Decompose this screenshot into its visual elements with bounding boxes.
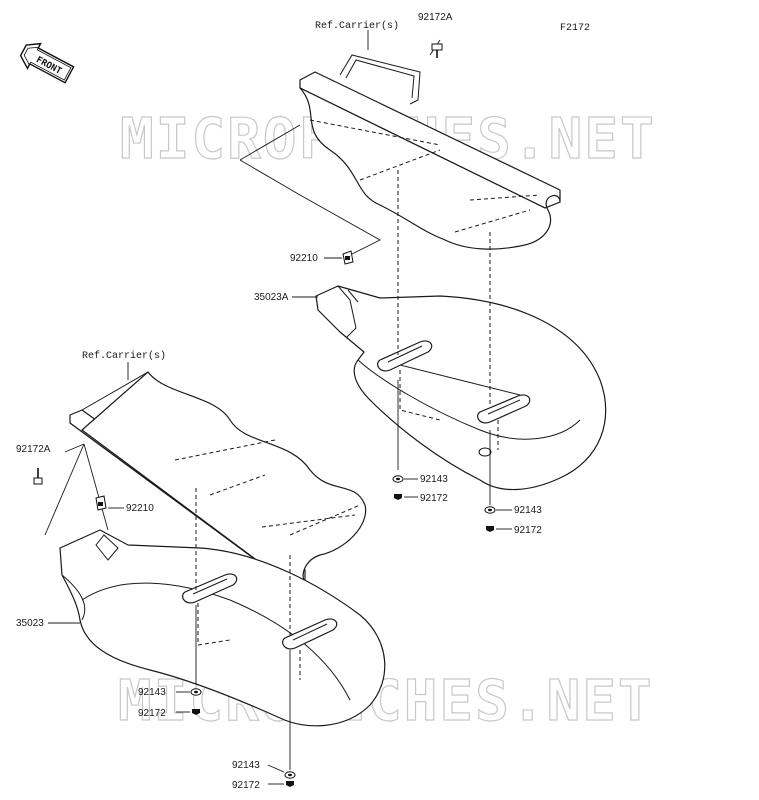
- label-ref-carrier-left: Ref.Carrier(s): [82, 350, 166, 362]
- front-arrow-icon: FRONT: [19, 42, 75, 84]
- label-washer-rear-1: 92143: [420, 474, 448, 485]
- label-fender-rear: 35023A: [254, 292, 289, 303]
- clip-left-icon: [95, 495, 107, 511]
- label-screw-rear-1: 92172: [420, 493, 448, 504]
- label-washer-rear-2: 92143: [514, 505, 542, 516]
- bolt-top-icon: [431, 43, 443, 58]
- front-carrier-cover: [81, 371, 367, 586]
- screw-front-2-icon: [286, 781, 294, 787]
- screw-rear-1-icon: [394, 494, 402, 500]
- label-screw-front-2: 92172: [232, 780, 260, 791]
- label-washer-front-2: 92143: [232, 760, 260, 771]
- label-bolt-top: 92172A: [418, 12, 453, 23]
- screw-front-1-icon: [192, 709, 200, 715]
- diagram-code: F2172: [560, 23, 590, 34]
- label-clip-left: 92210: [126, 503, 154, 514]
- washer-rear-1-icon: [392, 475, 404, 483]
- label-screw-rear-2: 92172: [514, 525, 542, 536]
- front-fender: [59, 529, 386, 727]
- rear-carrier-cover: [299, 87, 561, 250]
- label-bolt-left: 92172A: [16, 444, 51, 455]
- washer-front-2-icon: [284, 771, 296, 779]
- label-screw-front-1: 92172: [138, 708, 166, 719]
- rear-fender: [315, 285, 607, 491]
- clip-top-icon: [342, 250, 354, 265]
- screw-rear-2-icon: [486, 526, 494, 532]
- bolt-left-icon: [33, 468, 43, 485]
- label-washer-front-1: 92143: [138, 687, 166, 698]
- washer-rear-2-icon: [484, 506, 496, 514]
- label-ref-carrier-top: Ref.Carrier(s): [315, 20, 399, 32]
- label-clip-top: 92210: [290, 253, 318, 264]
- label-fender-front: 35023: [16, 618, 44, 629]
- washer-front-1-icon: [190, 688, 202, 696]
